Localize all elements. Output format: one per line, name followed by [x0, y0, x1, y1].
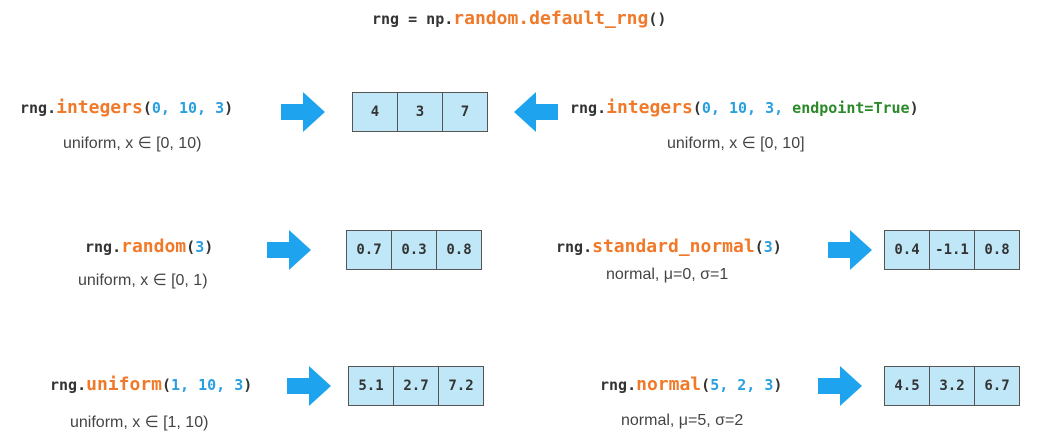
array-cell: 0.7: [347, 231, 392, 269]
arrow-right-icon: [287, 366, 331, 406]
uniform-result-array: 5.1 2.7 7.2: [348, 366, 484, 406]
standard-normal-open-paren: (: [754, 238, 764, 256]
array-cell: -1.1: [930, 231, 975, 269]
integers-close-paren: ): [224, 99, 234, 117]
integers-call: rng.integers(0, 10, 3): [20, 97, 233, 118]
normal-call: rng.normal(5, 2, 3): [600, 374, 782, 395]
array-cell: 4.5: [885, 367, 930, 405]
integers-function: integers: [56, 97, 143, 118]
random-prefix: rng.: [85, 238, 122, 256]
array-cell: 6.7: [984, 378, 1010, 394]
normal-prefix: rng.: [600, 376, 637, 394]
array-cell: 0.4: [885, 231, 930, 269]
integers-description: uniform, x ∈ [0, 10): [63, 135, 202, 152]
uniform-close-paren: ): [243, 376, 253, 394]
arrow-right-icon: [281, 92, 325, 132]
integers-endpoint-prefix: rng.: [570, 99, 607, 117]
header-suffix: (): [648, 10, 667, 28]
random-result-array: 0.7 0.3 0.8: [346, 230, 482, 270]
arrow-right-shape: [818, 366, 862, 406]
array-cell: 0.8: [984, 242, 1010, 258]
arrow-left-icon: [514, 92, 558, 132]
arrow-right-shape: [281, 92, 325, 132]
standard-normal-function: standard_normal: [592, 236, 755, 257]
normal-description: normal, μ=5, σ=2: [621, 412, 744, 429]
header-function: random.default_rng: [453, 8, 649, 29]
integers-endpoint-open-paren: (: [692, 99, 702, 117]
arrow-right-shape: [828, 230, 872, 270]
integers-endpoint-description: uniform, x ∈ [0, 10]: [667, 135, 805, 152]
standard-normal-call: rng.standard_normal(3): [556, 236, 782, 257]
array-cell: 5.1: [349, 367, 394, 405]
normal-args: 5, 2, 3: [710, 376, 774, 394]
normal-result-array: 4.5 3.2 6.7: [884, 366, 1020, 406]
integers-endpoint-keyword: endpoint=True: [792, 99, 910, 117]
array-cell: 2.7: [394, 367, 439, 405]
uniform-description: uniform, x ∈ [1, 10): [70, 414, 209, 431]
array-cell: 0.8: [446, 242, 472, 258]
random-open-paren: (: [186, 238, 196, 256]
array-cell: 7.2: [448, 378, 474, 394]
integers-endpoint-call: rng.integers(0, 10, 3, endpoint=True): [570, 97, 919, 118]
arrow-right-icon: [267, 230, 311, 270]
header-code: rng = np.random.default_rng(): [372, 8, 666, 29]
random-args: 3: [195, 238, 205, 256]
array-cell: 0.3: [392, 231, 437, 269]
standard-normal-close-paren: ): [772, 238, 782, 256]
arrow-left-shape: [514, 92, 558, 132]
integers-result-array: 4 3 7: [352, 92, 488, 132]
integers-endpoint-close-paren: ): [909, 99, 919, 117]
uniform-args: 1, 10, 3: [171, 376, 244, 394]
integers-open-paren: (: [142, 99, 152, 117]
uniform-call: rng.uniform(1, 10, 3): [50, 374, 252, 395]
arrow-right-icon: [828, 230, 872, 270]
array-cell: 3.2: [930, 367, 975, 405]
arrow-right-shape: [267, 230, 311, 270]
standard-normal-description: normal, μ=0, σ=1: [606, 266, 729, 283]
normal-close-paren: ): [773, 376, 783, 394]
integers-args: 0, 10, 3: [151, 99, 225, 117]
uniform-prefix: rng.: [50, 376, 87, 394]
random-call: rng.random(3): [85, 236, 213, 257]
uniform-open-paren: (: [161, 376, 172, 394]
random-close-paren: ): [204, 238, 214, 256]
arrow-right-icon: [818, 366, 862, 406]
standard-normal-result-array: 0.4 -1.1 0.8: [884, 230, 1020, 270]
array-cell: 3: [398, 93, 443, 131]
normal-open-paren: (: [701, 376, 711, 394]
normal-function: normal: [636, 374, 702, 395]
standard-normal-args: 3: [763, 238, 773, 256]
integers-endpoint-function: integers: [606, 97, 693, 118]
uniform-function: uniform: [86, 374, 162, 395]
array-cell: 4: [353, 93, 398, 131]
random-function: random: [121, 236, 187, 257]
random-description: uniform, x ∈ [0, 1): [78, 272, 208, 289]
header-prefix: rng = np.: [372, 10, 454, 28]
integers-prefix: rng.: [20, 99, 57, 117]
standard-normal-prefix: rng.: [556, 238, 593, 256]
array-cell: 7: [460, 104, 470, 120]
arrow-right-shape: [287, 366, 331, 406]
integers-endpoint-args: 0, 10, 3,: [701, 99, 784, 117]
